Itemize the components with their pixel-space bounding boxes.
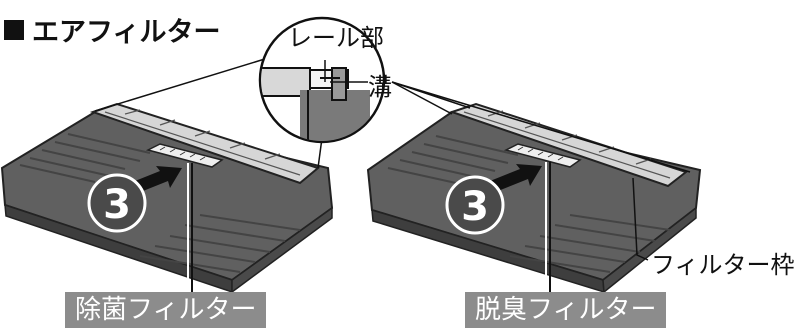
left-frame-grid: [104, 109, 301, 176]
rail-callout: レール部: [288, 24, 384, 52]
right-deodorizing-filter: [503, 143, 582, 168]
square-bullet-icon: [4, 19, 24, 40]
right-filter-strip-ribs: [517, 146, 564, 161]
deodorizing-filter-tag: 脱臭フィルター: [465, 292, 667, 328]
left-filter-unit: [0, 102, 334, 294]
sterilizing-filter-tag: 除菌フィルター: [65, 292, 267, 328]
left-step-number: 3: [103, 182, 131, 228]
right-unit-side-right: [602, 206, 697, 294]
frame-callout: フィルター枠: [651, 251, 795, 279]
frame-leader-line: [632, 177, 649, 261]
left-filter-strip-ribs: [159, 146, 206, 161]
detail-magnifier: [94, 16, 691, 173]
right-unit-ribs: [387, 135, 671, 273]
left-unit-ribs: [19, 133, 301, 273]
right-step-number: 3: [461, 184, 489, 230]
left-sterilizing-filter: [145, 143, 224, 168]
left-insert-arrow: [130, 166, 182, 193]
section-title-text: エアフィルター: [32, 17, 221, 48]
section-title: エアフィルター: [4, 10, 220, 49]
right-filter-unit: [366, 102, 702, 294]
left-step-badge: [87, 173, 147, 233]
right-step-badge: [445, 175, 505, 235]
groove-callout: 溝: [368, 73, 392, 101]
left-unit-side-right: [231, 206, 333, 294]
right-insert-arrow: [490, 164, 542, 191]
